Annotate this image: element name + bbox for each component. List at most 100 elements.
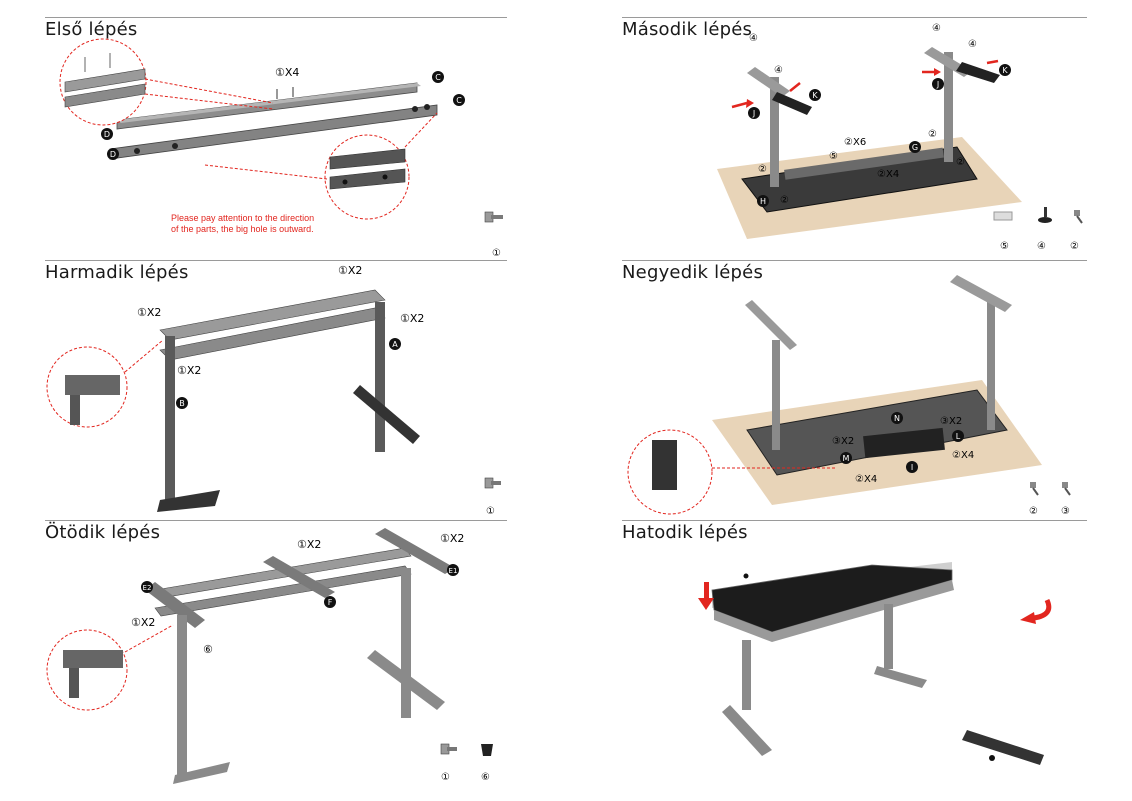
- step-2-title: Második lépés: [622, 19, 753, 40]
- badge-h: H: [757, 195, 769, 207]
- step-4-panel: Negyedik lépés ③X2 ③X2 ②X4 ②X4 N L M I ②…: [622, 260, 1087, 520]
- step-2-illustration: ④ ④ ④ ④ ②X6 ②X4 ② ② ② ② ⑤ J K J K G H ⑤ …: [717, 23, 1083, 252]
- svg-text:②: ②: [1070, 241, 1079, 252]
- svg-text:①X2: ①X2: [440, 532, 464, 545]
- arrow-down-icon: [704, 582, 709, 600]
- badge-j-right: J: [932, 78, 944, 90]
- divider: [45, 260, 507, 261]
- svg-text:①X2: ①X2: [131, 616, 155, 629]
- step-5-illustration: ①X2 ①X2 ①X2 ⑥ E2 E1 F ① ⑥: [46, 528, 493, 784]
- divider: [622, 17, 1087, 18]
- leg-left: [770, 77, 779, 187]
- step-1-panel: Első lépés: [45, 17, 507, 260]
- part-screw-icon: [1030, 482, 1039, 496]
- svg-text:①: ①: [486, 506, 495, 517]
- svg-text:A: A: [392, 340, 398, 349]
- zoom-circle-left: [59, 38, 274, 126]
- step-4-title: Negyedik lépés: [622, 262, 764, 283]
- divider: [45, 17, 507, 18]
- step-6-panel: Hatodik lépés: [622, 520, 1087, 801]
- svg-text:J: J: [936, 80, 939, 89]
- motor-k-right: [956, 62, 1000, 83]
- svg-text:①X2: ①X2: [177, 364, 201, 377]
- step-3-panel: Harmadik lépés ①X2 ①X2 ①X2 ①X2 A B ①: [45, 260, 507, 520]
- divider: [622, 520, 1087, 521]
- step-1-illustration: ①X4 C C D D ①: [59, 38, 503, 259]
- part-plate-icon: [993, 211, 1013, 221]
- badge-c-2: C: [453, 94, 465, 106]
- svg-text:③: ③: [1061, 506, 1070, 517]
- svg-text:N: N: [894, 414, 900, 423]
- foot-j-left: [747, 67, 790, 97]
- svg-text:⑥: ⑥: [481, 772, 490, 783]
- desktop-panel: [746, 389, 1008, 476]
- svg-text:C: C: [435, 73, 441, 82]
- part-label: ①: [492, 248, 501, 259]
- svg-text:L: L: [956, 432, 961, 441]
- rail-d-lower: [109, 104, 438, 160]
- svg-text:②: ②: [1029, 506, 1038, 517]
- motor-k-left: [772, 92, 812, 115]
- svg-text:⑤: ⑤: [1000, 241, 1009, 252]
- step-2-panel: Második lépés ④ ④ ④ ④ ②X6 ②X4 ② ② ② ② ⑤ …: [622, 17, 1087, 260]
- badge-j-left: J: [748, 107, 760, 119]
- leg-right: [944, 52, 953, 162]
- zoom-circle: [46, 629, 128, 711]
- svg-text:J: J: [752, 109, 755, 118]
- leg-b: [165, 336, 175, 506]
- svg-text:②X4: ②X4: [855, 474, 877, 485]
- rail-c-upper: [116, 82, 421, 130]
- leg-a: [375, 302, 385, 452]
- part-cap-icon: [481, 744, 493, 756]
- svg-text:M: M: [843, 454, 850, 463]
- badge-e2: E2: [141, 581, 153, 593]
- part-foot-icon: [1038, 207, 1052, 223]
- svg-text:C: C: [456, 96, 462, 105]
- svg-text:G: G: [912, 143, 918, 152]
- svg-text:D: D: [104, 130, 110, 139]
- callout-4c: ④: [932, 23, 941, 34]
- svg-text:F: F: [328, 598, 333, 607]
- divider: [45, 520, 507, 521]
- step-3-illustration: ①X2 ①X2 ①X2 ①X2 A B ①: [46, 264, 501, 517]
- svg-text:①: ①: [441, 772, 450, 783]
- part-screw-icon: [484, 211, 503, 223]
- svg-text:I: I: [911, 463, 913, 472]
- svg-text:②: ②: [928, 129, 937, 140]
- badge-i: I: [906, 461, 918, 473]
- badge-d-2: D: [107, 148, 119, 160]
- step-5-panel: Ötödik lépés ①X2 ①X2 ①X2 ⑥ E2 E1 F ① ⑥: [45, 520, 507, 801]
- step-3-title: Harmadik lépés: [45, 262, 189, 283]
- badge-g: G: [909, 141, 921, 153]
- step-6-title: Hatodik lépés: [622, 522, 748, 543]
- step-1-title: Első lépés: [45, 19, 138, 40]
- zoom-circle-right: [204, 112, 438, 220]
- badge-l: L: [952, 430, 964, 442]
- callout-4b: ④: [774, 65, 783, 76]
- svg-text:①X2: ①X2: [297, 538, 321, 551]
- part-screw-icon: [440, 743, 457, 755]
- svg-text:H: H: [760, 197, 766, 206]
- svg-text:①X2: ①X2: [137, 306, 161, 319]
- callout-4a: ④: [749, 33, 758, 44]
- step-5-title: Ötödik lépés: [45, 522, 161, 543]
- crossbar-g: [784, 147, 944, 180]
- badge-n: N: [891, 412, 903, 424]
- bracket-e2: [145, 582, 205, 628]
- svg-text:D: D: [110, 150, 116, 159]
- callout-screw-x4: ①X4: [275, 66, 299, 79]
- callout-4d: ④: [968, 39, 977, 50]
- rotate-arrow-icon: [1033, 598, 1052, 621]
- svg-text:②: ②: [758, 164, 767, 175]
- svg-text:⑤: ⑤: [829, 151, 838, 162]
- step-6-illustration: [698, 562, 1052, 765]
- badge-d-1: D: [101, 128, 113, 140]
- part-screw-icon: [484, 477, 501, 489]
- callout-2x6: ②X6: [844, 137, 866, 148]
- cable-tray: [962, 730, 1044, 765]
- divider: [622, 260, 1087, 261]
- svg-text:E1: E1: [449, 567, 458, 575]
- badge-m: M: [840, 452, 852, 464]
- svg-text:K: K: [1002, 66, 1008, 75]
